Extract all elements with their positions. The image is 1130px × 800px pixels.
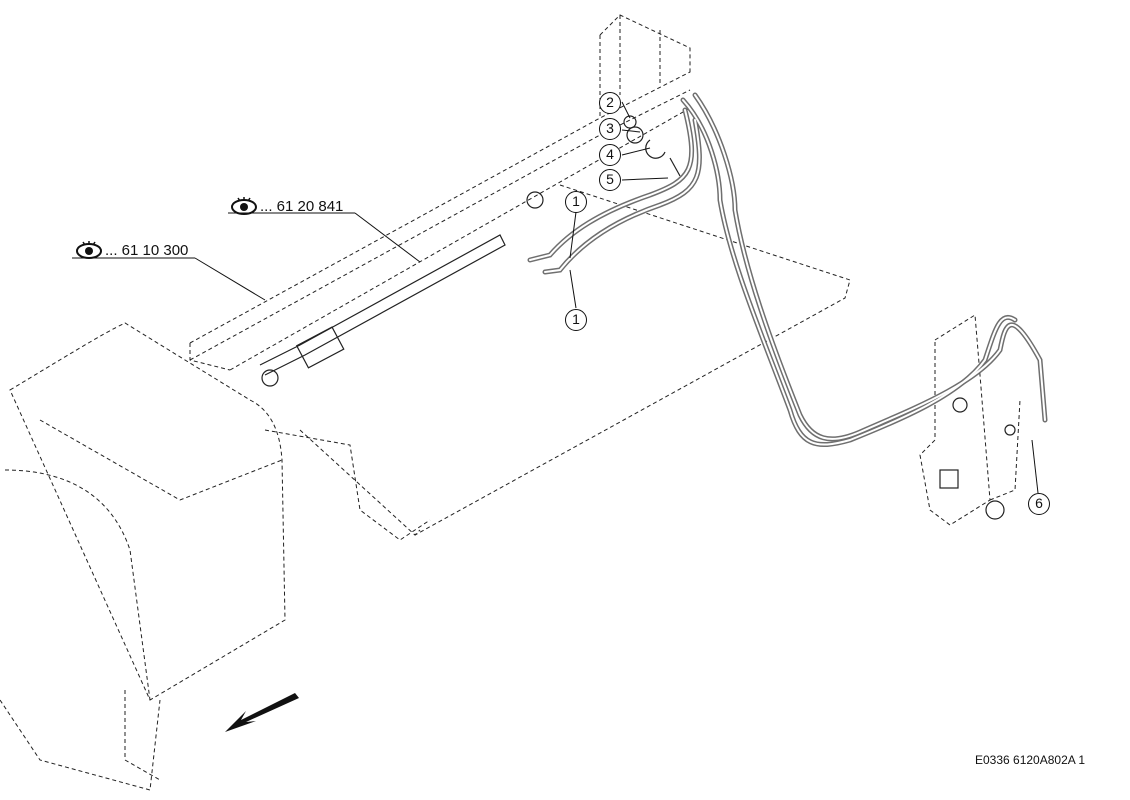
callout-2: 2 xyxy=(599,92,621,114)
frame-dashed-outlines xyxy=(0,14,1021,791)
direction-arrow-icon xyxy=(225,693,299,732)
callout-5: 5 xyxy=(599,169,621,191)
callout-4: 4 xyxy=(599,144,621,166)
callout-3: 3 xyxy=(599,118,621,140)
callout-1-upper: 1 xyxy=(565,191,587,213)
hose-highlights xyxy=(529,94,1046,446)
callout-6: 6 xyxy=(1028,493,1050,515)
reference-text: ... 61 10 300 xyxy=(105,242,189,259)
cylinder-and-fittings xyxy=(259,115,1016,520)
eye-icon xyxy=(76,241,102,259)
reference-text: ... 61 20 841 xyxy=(260,198,344,215)
leader-lines xyxy=(72,101,1039,494)
drawing-code: E0336 6120A802A 1 xyxy=(975,753,1086,767)
callout-1-lower: 1 xyxy=(565,309,587,331)
eye-icon xyxy=(231,197,257,215)
